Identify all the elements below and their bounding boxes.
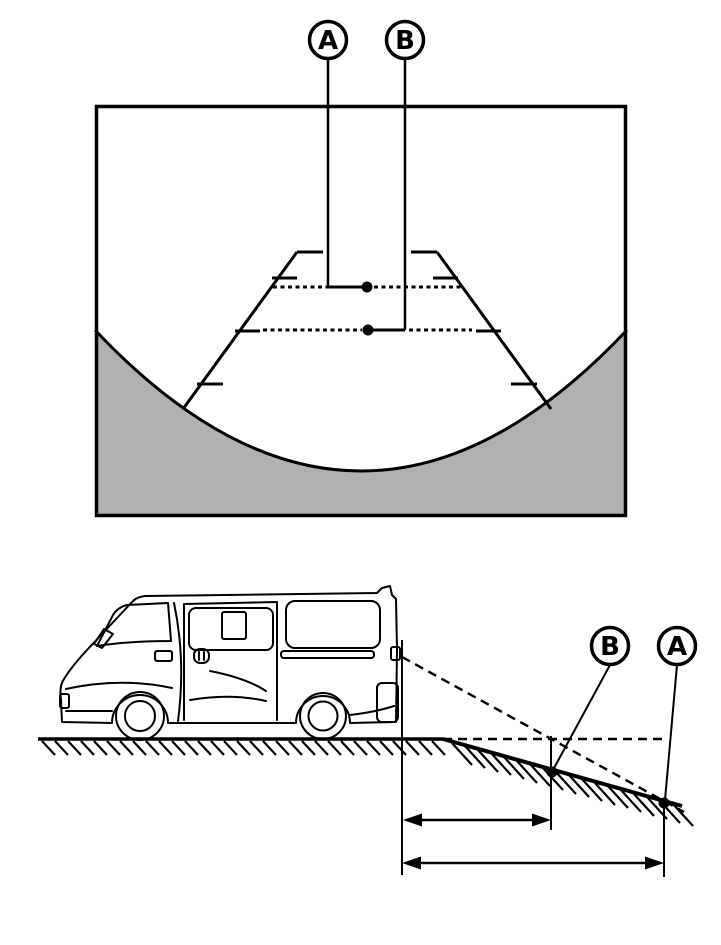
side-marker-b-point bbox=[546, 766, 558, 778]
van-front-door-seam bbox=[173, 602, 183, 722]
side-marker-a-label-circle bbox=[656, 625, 698, 667]
slope-line bbox=[442, 737, 683, 808]
monitor-frame bbox=[94, 104, 628, 518]
distance-arrow-to-b bbox=[403, 813, 551, 827]
distance-arrow-b-head-left bbox=[403, 813, 422, 827]
marker-b-label-letter: B bbox=[395, 26, 415, 56]
van-sliding-door-vent-pane bbox=[221, 611, 247, 640]
marker-leader-lines bbox=[326, 58, 407, 332]
marker-a-label-circle bbox=[307, 19, 349, 61]
side-marker-b-label-circle bbox=[589, 625, 631, 667]
distance-arrow-a-head-right bbox=[645, 856, 664, 870]
van-front-wheel-tire bbox=[115, 691, 165, 741]
slope-hatching bbox=[451, 742, 694, 827]
van-front-wheel-rim bbox=[124, 700, 156, 732]
van-rear-trim-strip bbox=[280, 650, 375, 659]
van-body-outline bbox=[59, 585, 398, 724]
marker-a-point bbox=[361, 281, 373, 293]
side-marker-a-leader-line bbox=[664, 664, 678, 801]
marker-b-label-circle bbox=[384, 19, 426, 61]
bumper-silhouette bbox=[95, 330, 627, 515]
marker-b-point bbox=[362, 324, 374, 336]
van-sliding-door-handle-grooves bbox=[198, 651, 205, 661]
van-rear-wheel-tire bbox=[299, 692, 347, 740]
van-body-character-lines bbox=[65, 670, 395, 716]
monitor-view: A B bbox=[93, 19, 629, 518]
marker-a-label-letter: A bbox=[318, 26, 338, 56]
side-marker-a-label-letter: A bbox=[667, 632, 687, 662]
distance-arrow-to-a bbox=[402, 856, 664, 870]
van-sliding-door-handle bbox=[193, 648, 210, 664]
van-front-door-handle bbox=[154, 650, 173, 662]
side-marker-b-label-letter: B bbox=[600, 632, 620, 662]
side-view: B A bbox=[38, 585, 698, 877]
van-illustration bbox=[59, 585, 401, 741]
ground-hatching bbox=[41, 740, 446, 756]
van-rear-bumper bbox=[376, 682, 399, 723]
parking-guidelines bbox=[181, 250, 553, 410]
van-rear-camera-housing bbox=[390, 646, 401, 661]
side-marker-b-leader-line bbox=[552, 664, 611, 771]
bumper-edge-arc bbox=[93, 328, 629, 473]
camera-sightline-dashed bbox=[401, 655, 685, 814]
van-sliding-door-edges bbox=[183, 601, 278, 721]
van-rear-wheel-rim bbox=[307, 700, 339, 732]
marker-points bbox=[361, 281, 374, 336]
van-sliding-door-window bbox=[188, 607, 274, 651]
distance-arrow-a-head-left bbox=[402, 856, 421, 870]
van-windshield-window bbox=[96, 602, 172, 647]
van-headlight bbox=[59, 693, 70, 709]
van-side-mirror bbox=[93, 628, 114, 649]
side-marker-a-point bbox=[658, 797, 670, 809]
van-rear-side-window bbox=[285, 600, 381, 649]
distance-dotted-lines bbox=[263, 285, 472, 332]
distance-arrow-b-head-right bbox=[532, 813, 551, 827]
